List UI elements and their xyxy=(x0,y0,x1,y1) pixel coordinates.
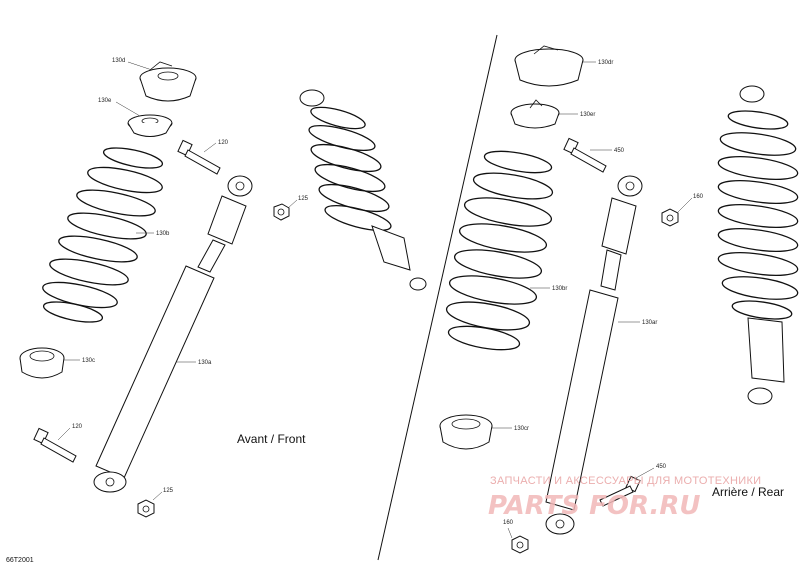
label-130dr: 130dr xyxy=(598,60,613,66)
label-130cr: 130cr xyxy=(514,426,529,432)
shock-absorber-rear xyxy=(545,175,643,535)
spring-washer-rear xyxy=(510,99,578,129)
label-450-bot: 450 xyxy=(656,464,667,470)
label-130a: 130a xyxy=(198,360,212,366)
bolt-front-bottom xyxy=(33,427,77,463)
coil-spring-front xyxy=(42,147,164,323)
section-label-rear: Arrière / Rear xyxy=(712,485,784,499)
label-130c: 130c xyxy=(82,358,95,364)
label-125-top: 125 xyxy=(298,196,309,202)
shock-absorber-front xyxy=(93,175,253,493)
nut-front-bottom xyxy=(137,491,163,518)
spring-stopper-rear xyxy=(514,45,596,87)
spring-stopper-front xyxy=(127,61,197,102)
bolt-front-top xyxy=(177,139,221,175)
section-divider xyxy=(377,34,498,561)
label-120-top: 120 xyxy=(218,140,229,146)
label-130er: 130er xyxy=(580,112,595,118)
nut-front-top xyxy=(273,199,298,221)
label-120-bot: 120 xyxy=(72,424,83,430)
label-130ar: 130ar xyxy=(642,320,657,326)
spring-seat-rear xyxy=(439,414,512,450)
label-160-bot: 160 xyxy=(503,520,514,526)
spring-washer-front xyxy=(115,101,173,137)
watermark-tagline: ЗАПЧАСТИ И АКСЕССУАРЫ ДЛЯ МОТОТЕХНИКИ xyxy=(490,475,761,487)
label-160-top: 160 xyxy=(693,194,704,200)
label-130d: 130d xyxy=(112,58,125,64)
label-130e: 130e xyxy=(98,98,112,104)
label-130b: 130b xyxy=(156,231,170,237)
label-130br: 130br xyxy=(552,286,567,292)
nut-rear-bottom xyxy=(507,527,529,554)
nut-rear-top xyxy=(661,197,693,227)
assembled-shock-rear xyxy=(717,85,799,405)
label-125-bot: 125 xyxy=(163,488,174,494)
watermark: ЗАПЧАСТИ И АКСЕССУАРЫ ДЛЯ МОТОТЕХНИКИ PA… xyxy=(488,475,761,521)
watermark-logo: PARTS FOR.RU xyxy=(488,491,701,521)
diagram-code: 66T2001 xyxy=(6,557,34,564)
coil-spring-rear xyxy=(445,150,554,351)
spring-seat-front xyxy=(19,347,80,379)
section-label-front: Avant / Front xyxy=(237,432,306,446)
label-450-top: 450 xyxy=(614,148,625,154)
assembled-shock-front xyxy=(299,89,427,291)
bolt-rear-bottom xyxy=(599,467,655,507)
bolt-rear-top xyxy=(563,137,612,173)
